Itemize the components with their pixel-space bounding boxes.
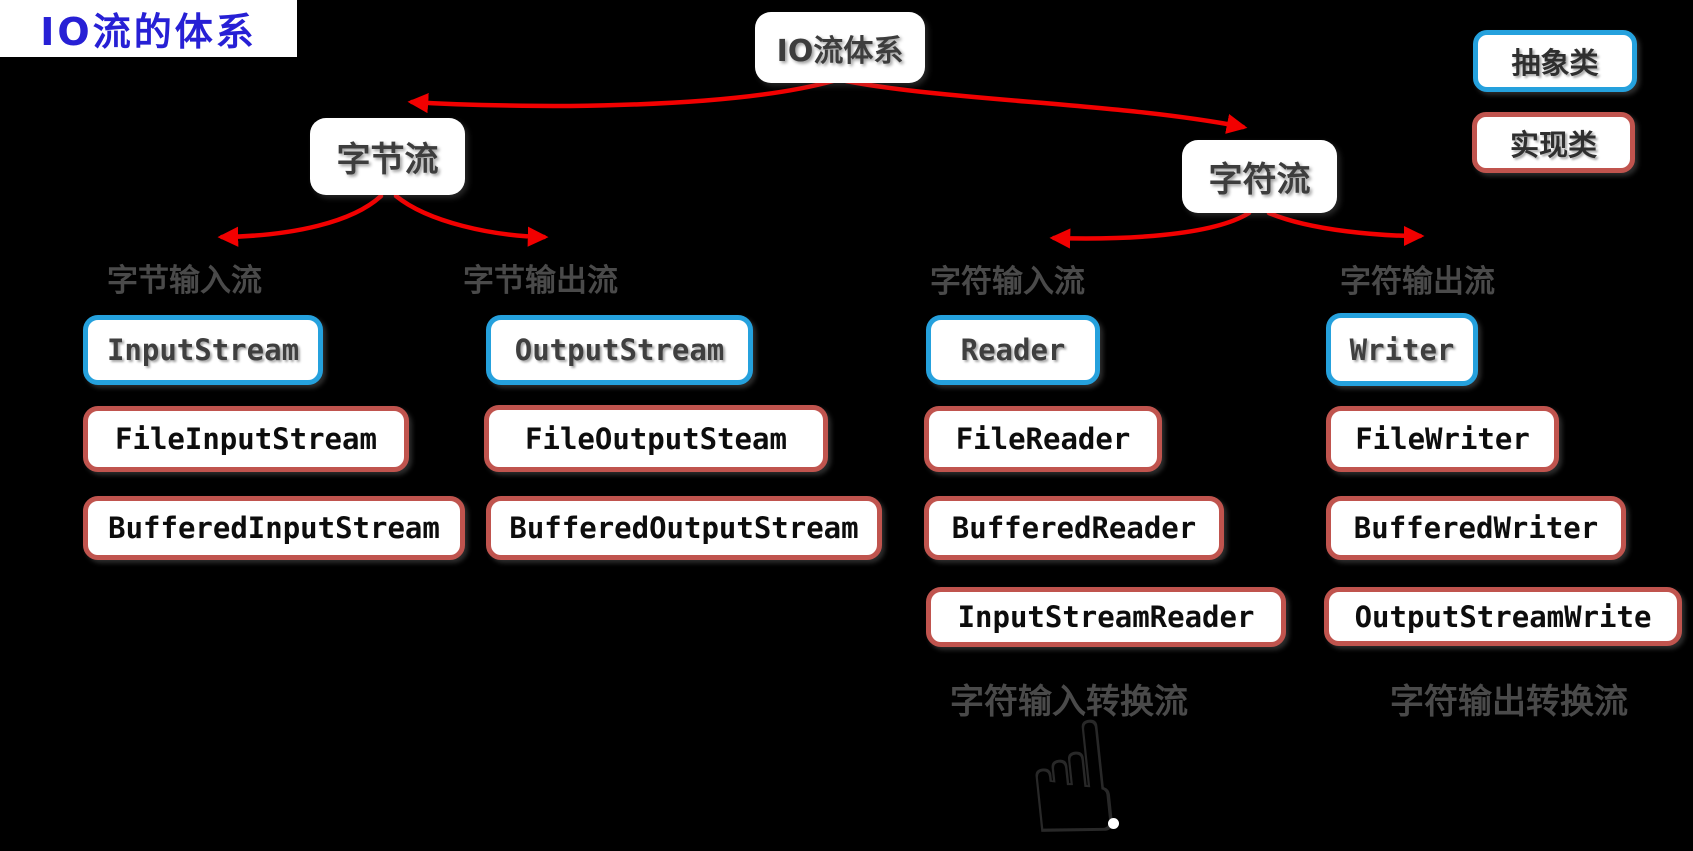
legend-abstract-class: 抽象类 bbox=[1473, 30, 1637, 92]
arrow-root-to-char bbox=[843, 78, 1248, 134]
class-box-bufferedreader: BufferedReader bbox=[924, 496, 1224, 560]
legend-implementation-class: 实现类 bbox=[1472, 112, 1635, 173]
class-box-inputstream: InputStream bbox=[83, 315, 323, 385]
class-box-reader: Reader bbox=[926, 315, 1100, 385]
arrow-char-to-output bbox=[1266, 210, 1425, 247]
arrow-char-to-input bbox=[1049, 210, 1252, 249]
hand-pointer-cuff-dot bbox=[1108, 818, 1119, 829]
class-box-outputstreamwrite: OutputStreamWrite bbox=[1324, 587, 1682, 646]
class-box-inputstreamreader: InputStreamReader bbox=[926, 587, 1286, 647]
class-box-writer: Writer bbox=[1326, 313, 1478, 386]
page-title-badge: IO流的体系 bbox=[0, 0, 297, 57]
arrow-byte-to-output bbox=[393, 193, 549, 247]
class-box-bufferedoutputstream: BufferedOutputStream bbox=[486, 496, 882, 560]
footer-label-char-input-conversion: 字符输入转换流 bbox=[950, 682, 1188, 722]
column-header-char-input: 字符输入流 bbox=[930, 264, 1085, 300]
page-title: IO流的体系 bbox=[40, 10, 257, 54]
class-box-filereader: FileReader bbox=[924, 406, 1162, 472]
arrow-byte-to-input bbox=[217, 193, 384, 247]
column-header-byte-input: 字节输入流 bbox=[107, 263, 262, 299]
class-box-filewriter: FileWriter bbox=[1326, 406, 1559, 472]
arrow-root-to-byte bbox=[407, 78, 836, 114]
class-box-bufferedwriter: BufferedWriter bbox=[1326, 496, 1626, 560]
class-box-fileinputstream: FileInputStream bbox=[83, 406, 409, 472]
class-box-fileoutputsteam: FileOutputSteam bbox=[484, 405, 828, 472]
column-header-char-output: 字符输出流 bbox=[1340, 264, 1495, 300]
branch-node-char-stream: 字符流 bbox=[1182, 140, 1337, 213]
root-node: IO流体系 bbox=[755, 12, 925, 83]
class-box-outputstream: OutputStream bbox=[486, 315, 753, 385]
class-box-bufferedinputstream: BufferedInputStream bbox=[83, 496, 465, 560]
column-header-byte-output: 字节输出流 bbox=[463, 263, 618, 299]
footer-label-char-output-conversion: 字符输出转换流 bbox=[1390, 682, 1628, 722]
branch-node-byte-stream: 字节流 bbox=[310, 118, 465, 195]
